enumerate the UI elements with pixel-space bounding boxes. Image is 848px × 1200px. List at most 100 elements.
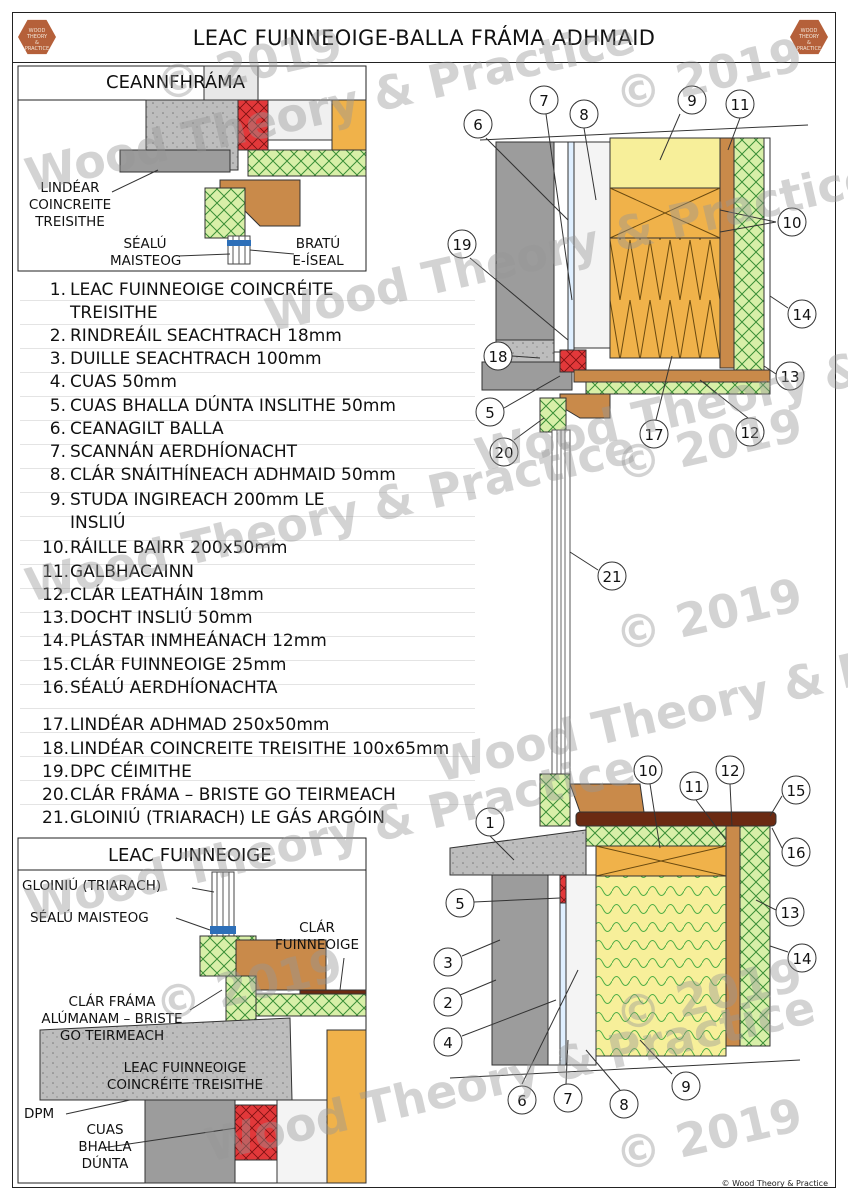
callout-19: 19 [447,229,569,341]
svg-text:12: 12 [740,424,759,442]
callout-12a: 12 [699,379,765,447]
copyright-footer: © Wood Theory & Practice [721,1179,828,1188]
callout-16: 16 [771,827,811,867]
callout-10a: 10 [719,207,807,237]
page-frame [12,12,836,1188]
logo-text-right: WOOD THEORY & PRACTICE [796,28,822,52]
logo-right: WOOD THEORY & PRACTICE [790,18,828,56]
callout-14b: 14 [769,943,817,973]
callout-8a: 8 [569,99,599,201]
legend-item-7: 7.SCANNÁN AERDHÍONACHT [49,442,298,462]
svg-text:5: 5 [485,404,495,422]
callout-7b: 7 [553,1039,583,1113]
legend-item-13: 13.DOCHT INSLIÚ 50mm [42,608,253,628]
callout-13b: 13 [755,897,805,927]
svg-text:1: 1 [485,814,495,832]
svg-text:16: 16 [786,844,805,862]
svg-text:8: 8 [579,106,589,124]
callout-5b: 5 [445,888,561,918]
title-divider [12,62,836,63]
svg-text:12: 12 [720,762,739,780]
callout-4: 4 [433,999,557,1057]
svg-text:17: 17 [644,426,663,444]
svg-text:2: 2 [443,994,453,1012]
head-caption: CEANNFHRÁMA [106,72,246,93]
legend-item-19: 19.DPC CÉIMITHE [42,762,192,782]
callout-3: 3 [433,939,501,977]
callout-5a: 5 [475,375,561,427]
legend-item-3: 3.DUILLE SEACHTRACH 100mm [49,349,322,369]
svg-text:14: 14 [792,950,811,968]
callout-9b: 9 [639,1039,701,1101]
svg-text:8: 8 [619,1096,629,1114]
svg-text:11: 11 [684,778,703,796]
callout-10b: 10 [633,755,663,849]
legend-item-4: 4.CUAS 50mm [49,372,177,392]
head-label-lowe: BRATÚ E-ÍSEAL [292,236,344,269]
sill-caption: LEAC FUINNEOIGE [108,845,272,866]
legend-item-18: 18.LINDÉAR COINCREITE TREISITHE 100x65mm [42,739,450,759]
svg-text:20: 20 [494,444,513,462]
sill-label-dpm: DPM [24,1106,55,1122]
svg-text:6: 6 [517,1092,527,1110]
svg-text:3: 3 [443,954,453,972]
callout-2: 2 [433,979,497,1017]
svg-text:18: 18 [488,348,507,366]
callout-8b: 8 [585,1049,639,1119]
logo-text-left: WOOD THEORY & PRACTICE [24,28,50,52]
head-label-mastic: SÉALÚ MAISTEOG [110,236,182,269]
sill-label-glazing: GLOINIÚ (TRIARACH) [22,878,162,894]
callout-13a: 13 [763,361,805,391]
main-section-drawing [449,124,809,1079]
svg-text:6: 6 [473,116,483,134]
callout-20: 20 [489,417,545,467]
head-detail-drawing [17,65,367,272]
legend-item-1: 1.LEAC FUINNEOIGE COINCRÉITE [49,280,334,300]
svg-text:9: 9 [687,92,697,110]
svg-text:15: 15 [786,782,805,800]
legend-item-9-cont: INSLIÚ [70,513,126,533]
sill-label-cavity: CUAS BHALLA DÚNTA [78,1122,132,1172]
legend-item-21: 21.GLOINIÚ (TRIARACH) LE GÁS ARGÓIN [42,808,385,828]
sill-label-board: CLÁR FUINNEOIGE [275,920,359,953]
page-title: LEAC FUINNEOIGE-BALLA FRÁMA ADHMAID [192,26,656,50]
legend-item-15: 15.CLÁR FUINNEOIGE 25mm [42,655,287,675]
svg-text:9: 9 [681,1078,691,1096]
legend-item-5: 5.CUAS BHALLA DÚNTA INSLITHE 50mm [49,396,396,416]
callout-7a: 7 [529,85,573,301]
legend-item-16: 16.SÉALÚ AERDHÍONACHTA [42,678,278,698]
callout-21: 21 [569,551,627,591]
svg-text:13: 13 [780,368,799,386]
svg-text:5: 5 [455,895,465,913]
sill-detail-drawing [17,837,367,1184]
svg-text:10: 10 [782,214,801,232]
callout-6b: 6 [507,969,579,1115]
legend-item-12: 12.CLÁR LEATHÁIN 18mm [42,585,264,605]
callout-6a: 6 [463,109,569,221]
callout-18: 18 [483,341,541,371]
callout-17: 17 [639,355,673,449]
callout-14a: 14 [769,295,817,329]
svg-text:10: 10 [638,762,657,780]
svg-text:14: 14 [792,306,811,324]
legend-item-11: 11.GALBHACAINN [42,562,194,582]
legend-item-2: 2.RINDREÁIL SEACHTRACH 18mm [49,326,342,346]
callout-1: 1 [475,807,515,861]
callout-12b: 12 [715,755,745,827]
logo-left: WOOD THEORY & PRACTICE [18,18,56,56]
sill-label-sill: LEAC FUINNEOIGE COINCRÉITE TREISITHE [106,1060,264,1093]
callout-bubbles: 1 2 3 4 5 5 6 6 7 7 8 8 9 9 10 10 11 11 … [433,85,817,1119]
sill-label-frame: CLÁR FRÁMA ALÚMANAM – BRISTE GO TEIRMEAC… [41,994,183,1044]
legend-item-17: 17.LINDÉAR ADHMAD 250x50mm [42,715,330,735]
legend-item-10: 10.RÁILLE BAIRR 200x50mm [42,538,288,558]
callout-11b: 11 [679,771,727,841]
legend-item-1-cont: TREISITHE [70,303,158,323]
svg-text:7: 7 [539,92,549,110]
legend-item-6: 6.CEANAGILT BALLA [49,419,224,439]
sill-label-mastic: SÉALÚ MAISTEOG [30,910,149,926]
legend-item-20: 20.CLÁR FRÁMA – BRISTE GO TEIRMEACH [42,785,396,805]
legend-item-9: 9.STUDA INGIREACH 200mm LE [49,490,325,510]
svg-text:13: 13 [780,904,799,922]
legend-item-8: 8.CLÁR SNÁITHÍNEACH ADHMAID 50mm [49,465,396,485]
